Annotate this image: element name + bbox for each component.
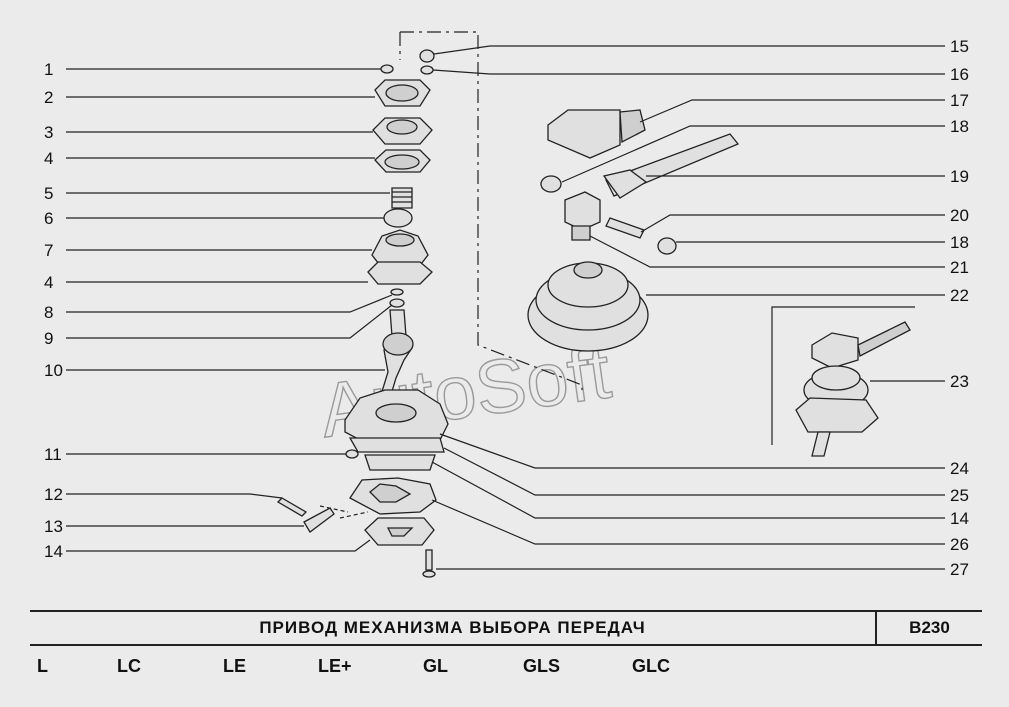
label-25: 25 — [950, 486, 969, 505]
label-22: 22 — [950, 286, 969, 305]
trim-gls: GLS — [523, 656, 561, 676]
label-14: 14 — [44, 542, 63, 561]
label-16: 16 — [950, 65, 969, 84]
label-4: 4 — [44, 149, 53, 168]
label-5: 5 — [44, 184, 53, 203]
label-11: 11 — [44, 445, 62, 464]
label-19: 19 — [950, 167, 969, 186]
trim-gl: GL — [423, 656, 448, 676]
label-20: 20 — [950, 206, 969, 225]
label-13: 13 — [44, 517, 63, 536]
axis-line — [399, 31, 583, 390]
inset-23 — [771, 306, 915, 457]
title-bar: ПРИВОД МЕХАНИЗМА ВЫБОРА ПЕРЕДАЧ B230 — [30, 610, 982, 646]
label-8: 8 — [44, 303, 53, 322]
label-18b: 18 — [950, 233, 969, 252]
title-divider — [875, 612, 877, 644]
leader-lines — [66, 45, 945, 570]
label-26: 26 — [950, 535, 969, 554]
label-15: 15 — [950, 37, 969, 56]
label-18: 18 — [950, 117, 969, 136]
label-3: 3 — [44, 123, 53, 142]
label-24: 24 — [950, 459, 969, 478]
label-9: 9 — [44, 329, 53, 348]
trim-le-plus: LE+ — [318, 656, 352, 676]
label-21: 21 — [950, 258, 969, 277]
trim-le: LE — [223, 656, 247, 676]
label-27: 27 — [950, 560, 969, 579]
label-23: 23 — [950, 372, 969, 391]
parts-diagram: AutoSoft — [44, 31, 969, 579]
label-7: 7 — [44, 241, 53, 260]
trim-l: L — [37, 656, 48, 676]
label-6: 6 — [44, 209, 53, 228]
top-small-parts — [419, 49, 435, 75]
label-2: 2 — [44, 88, 53, 107]
label-4b: 4 — [44, 273, 53, 292]
label-10: 10 — [44, 361, 63, 380]
label-1: 1 — [44, 60, 53, 79]
part-number-labels: 1 2 3 4 5 6 7 4 8 9 10 11 12 13 14 15 16… — [44, 37, 969, 579]
section-code: B230 — [909, 618, 950, 637]
trim-glc: GLC — [632, 656, 670, 676]
page-title: ПРИВОД МЕХАНИЗМА ВЫБОРА ПЕРЕДАЧ — [259, 618, 646, 637]
label-12: 12 — [44, 485, 63, 504]
right-assembly — [527, 109, 740, 352]
trim-lc: LC — [117, 656, 141, 676]
label-17: 17 — [950, 91, 969, 110]
label-14b: 14 — [950, 509, 969, 528]
left-assembly — [276, 64, 449, 578]
